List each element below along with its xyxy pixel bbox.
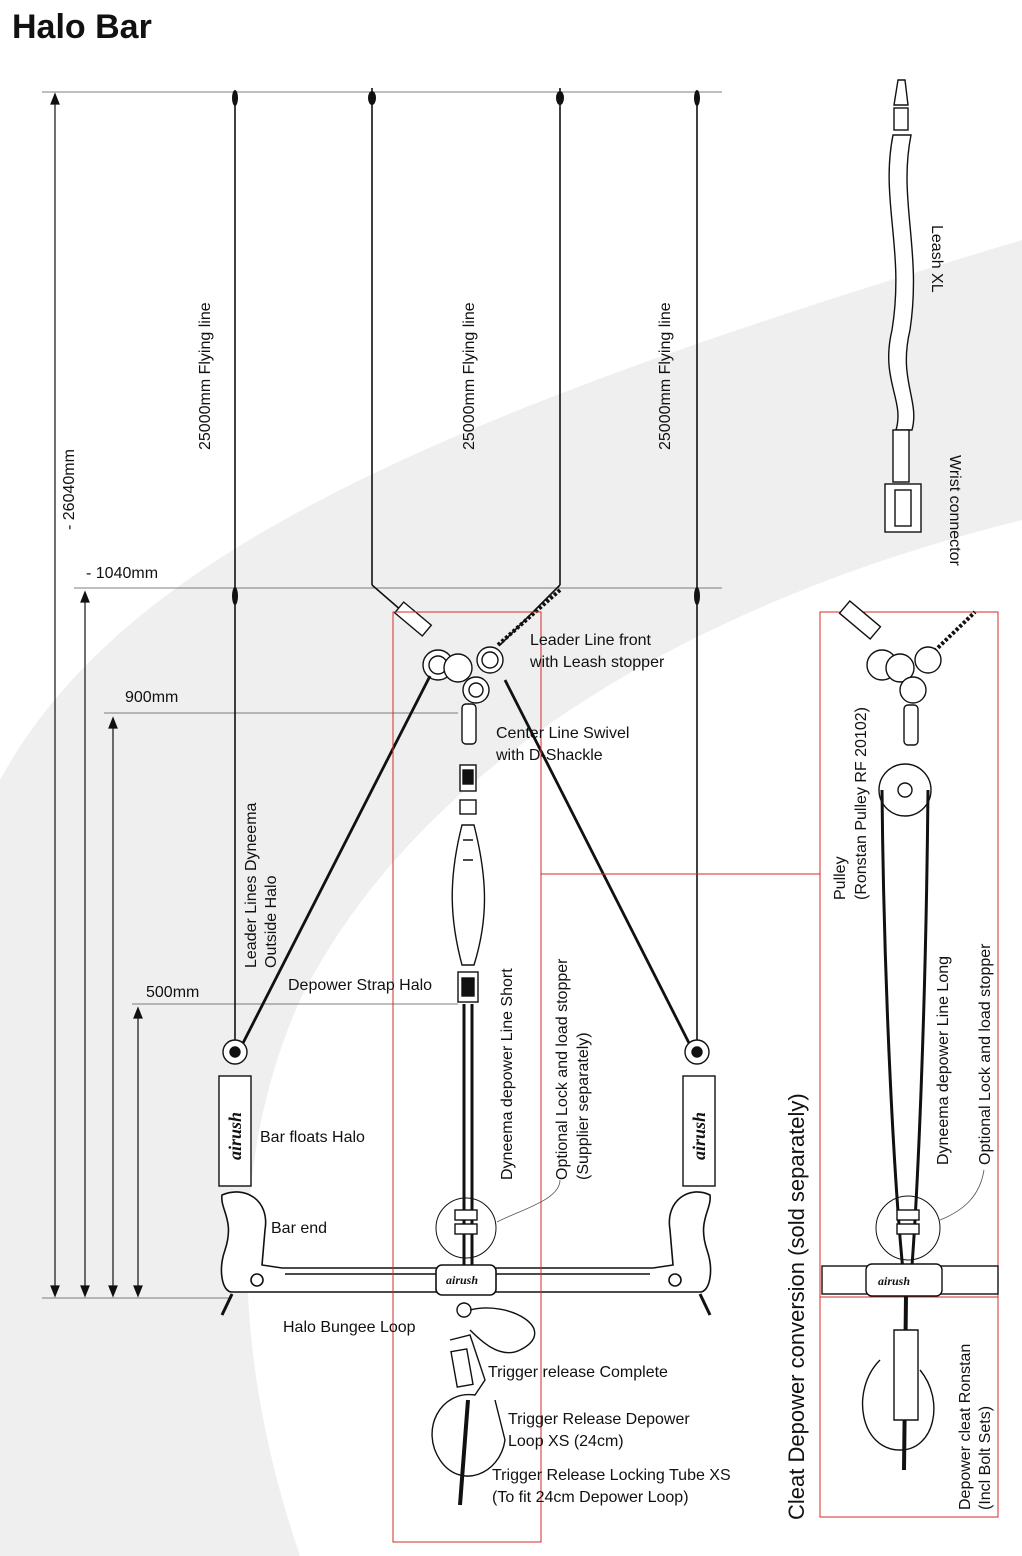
optional-lock-pointer	[496, 1179, 561, 1223]
label-leash-xl: Leash XL	[928, 225, 945, 293]
flying-line-center-label: 25000mm Flying line	[461, 302, 478, 450]
label-locking-tube-2: (To fit 24cm Depower Loop)	[492, 1489, 689, 1506]
label-cleat-ronstan-1: Depower cleat Ronstan	[957, 1344, 974, 1510]
flying-line-right-label: 25000mm Flying line	[657, 302, 674, 450]
label-bungee: Halo Bungee Loop	[283, 1319, 416, 1336]
cleat-highlight-box	[819, 611, 999, 1518]
background-swoosh	[0, 240, 1022, 1556]
line-connectors	[232, 90, 700, 605]
label-trigger-complete: Trigger release Complete	[488, 1364, 668, 1381]
label-locking-tube-1: Trigger Release Locking Tube XS	[492, 1467, 731, 1484]
label-depower-strap: Depower Strap Halo	[288, 977, 432, 994]
label-pulley-1: Pulley	[832, 856, 849, 900]
right-bar-float: airush	[682, 1039, 716, 1187]
label-leader-front-2: with Leash stopper	[529, 654, 665, 671]
label-swivel-2: with D-Shackle	[495, 747, 603, 764]
label-optional-lock-right: Optional Lock and load stopper	[977, 943, 994, 1165]
label-trigger-depower-2: Loop XS (24cm)	[508, 1433, 624, 1450]
leash-xl	[884, 79, 922, 533]
dimension-1040: - 1040mm	[86, 565, 158, 582]
left-bar-float: airush	[218, 1039, 252, 1187]
center-line-assembly	[435, 703, 497, 1290]
flying-line-left-label: 25000mm Flying line	[197, 302, 214, 450]
label-pulley-2: (Ronstan Pulley RF 20102)	[853, 707, 870, 900]
label-bar-end: Bar end	[271, 1220, 327, 1237]
dimension-500: 500mm	[146, 984, 199, 1001]
label-leader-lines-1: Leader Lines Dyneema	[243, 802, 260, 968]
label-swivel-1: Center Line Swivel	[496, 725, 629, 742]
label-wrist-connector: Wrist connector	[946, 455, 963, 567]
trigger-release	[431, 1302, 536, 1506]
optional-lock-right-pointer	[939, 1169, 985, 1221]
label-optional-lock-1: Optional Lock and load stopper	[554, 958, 571, 1180]
label-leader-front-1: Leader Line front	[530, 632, 652, 649]
outside-leader-lines	[240, 675, 692, 1046]
cleat-bar-brand: airush	[878, 1274, 910, 1288]
dimension-arrows	[50, 92, 143, 1298]
cleat-depower-assembly: airush	[821, 600, 999, 1471]
label-cleat-conversion: Cleat Depower conversion (sold separatel…	[784, 1093, 809, 1520]
center-highlight-box	[392, 611, 542, 1543]
label-leader-lines-2: Outside Halo	[263, 875, 280, 968]
bar-center-brand: airush	[446, 1273, 478, 1287]
label-bar-floats: Bar floats Halo	[260, 1129, 365, 1146]
front-rings-assembly	[393, 588, 562, 704]
label-dyneema-short: Dyneema depower Line Short	[499, 968, 516, 1180]
label-dyneema-long: Dyneema depower Line Long	[935, 956, 952, 1165]
dimension-total: - 26040mm	[61, 449, 78, 530]
label-cleat-ronstan-2: (Incl Bolt Sets)	[977, 1406, 994, 1510]
left-float-brand: airush	[225, 1112, 245, 1160]
dimension-900: 900mm	[125, 689, 178, 706]
page-title: Halo Bar	[12, 8, 152, 46]
label-optional-lock-2: (Supplier separately)	[575, 1032, 592, 1180]
label-trigger-depower-1: Trigger Release Depower	[508, 1411, 690, 1428]
right-float-brand: airush	[689, 1112, 709, 1160]
control-bar: airush	[220, 1191, 712, 1316]
